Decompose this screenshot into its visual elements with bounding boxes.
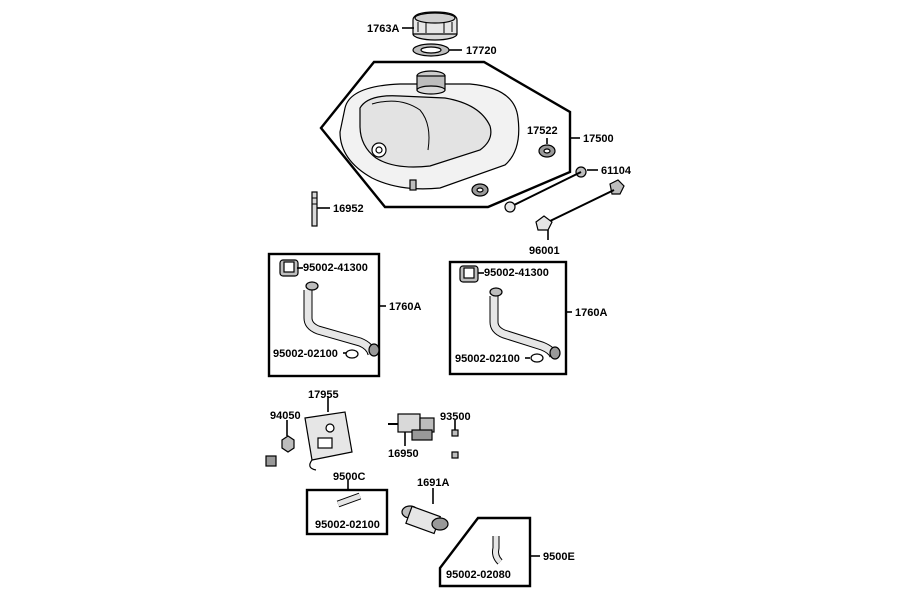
bolt-96001 [535,179,625,231]
label-95002-02080: 95002-02080 [446,569,511,581]
hose-right [489,287,561,360]
label-95002-41300-left: 95002-41300 [303,262,368,274]
grommet-lower [471,183,489,197]
cap-gasket [412,43,450,57]
label-95002-02100-left: 95002-02100 [273,348,338,360]
nut-94050 [265,435,295,467]
fuel-cap [412,11,458,41]
label-16952: 16952 [333,203,364,215]
label-61104: 61104 [601,165,632,177]
clip-left [345,349,359,359]
screw-93500 [451,429,459,459]
label-17955: 17955 [308,389,339,401]
label-16950: 16950 [388,448,419,460]
label-9500C: 9500C [333,471,365,483]
label-93500: 93500 [440,411,471,423]
clip-right [530,353,544,363]
label-1763A: 1763A [367,23,399,35]
tank-group-outline [319,60,572,209]
grommet-17522 [538,144,556,158]
label-17500: 17500 [583,133,614,145]
pin-16952 [311,191,318,227]
fuel-cock-16950 [388,413,435,441]
clamp-left [279,259,299,277]
label-95002-02100-small: 95002-02100 [315,519,380,531]
hose-box-e [438,516,532,588]
hose-box-small [305,488,389,536]
clamp-right [459,265,479,283]
label-9500E: 9500E [543,551,575,563]
fuel-tank [339,70,520,191]
label-95002-41300-right: 95002-41300 [484,267,549,279]
label-95002-02100-right: 95002-02100 [455,353,520,365]
hose-9500C [336,492,362,508]
label-1691A: 1691A [417,477,449,489]
bracket-17955 [304,411,353,471]
label-94050: 94050 [270,410,301,422]
label-17720: 17720 [466,45,497,57]
label-17522: 17522 [527,125,558,137]
hose-left [303,281,380,357]
label-1760A-left: 1760A [389,301,421,313]
label-1760A-right: 1760A [575,307,607,319]
hose-9500E [492,536,503,565]
fuel-filter-1691A [401,505,449,535]
label-96001: 96001 [529,245,560,257]
hose-box-right [448,260,568,376]
hose-box-left [267,252,381,378]
collar-61104 [504,166,587,213]
